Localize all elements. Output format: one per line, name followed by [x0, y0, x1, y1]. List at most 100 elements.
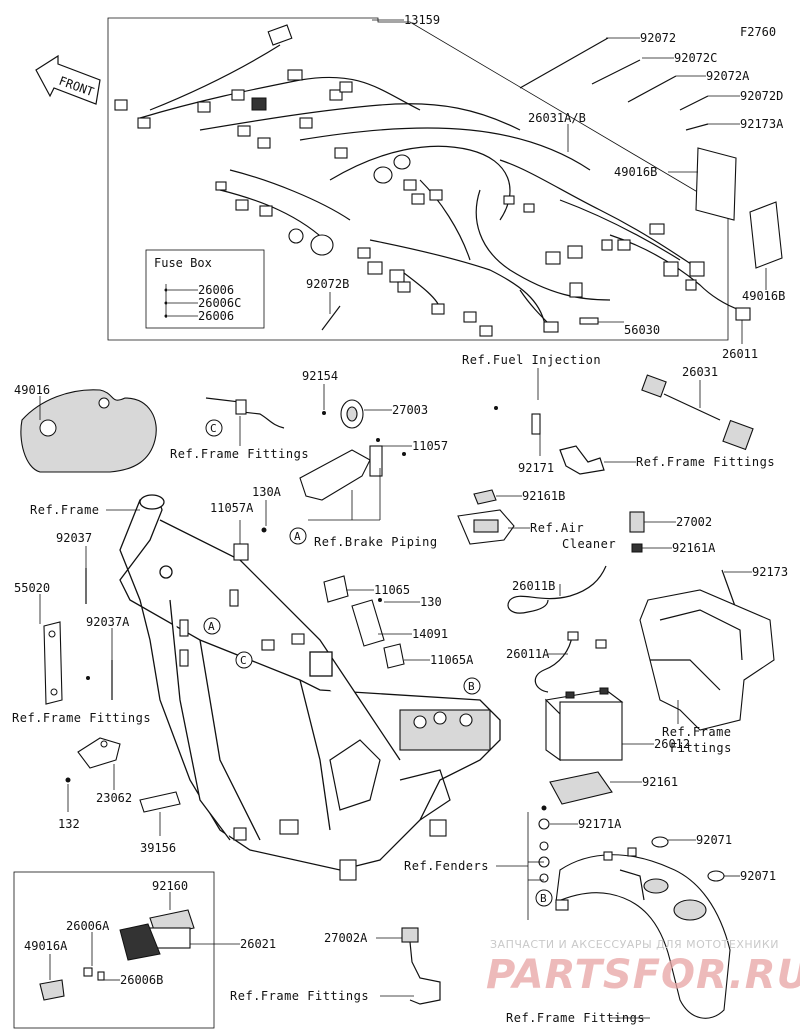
part-92154: 92154 [302, 369, 338, 383]
circle-ref-a-frame [203, 617, 221, 635]
watermark-logo: PARTSFOR.RU [486, 952, 800, 998]
fender-hardware [527, 805, 550, 920]
part-92161: 92161 [642, 775, 678, 789]
part-23062: 23062 [96, 791, 132, 805]
bracket-92171 [494, 406, 605, 475]
protective-sheets-49016b [695, 147, 783, 269]
ref-fuel-injection: Ref.Fuel Injection [462, 353, 601, 367]
fuse-item-3: 26006 [198, 309, 234, 323]
part-130: 130 [420, 595, 442, 609]
pad-92161 [549, 771, 613, 805]
covers-11065 [323, 575, 405, 669]
part-92171: 92171 [518, 461, 554, 475]
part-92161b: 92161B [522, 489, 565, 503]
ecu-92160-26021 [39, 909, 195, 1001]
svg-text:B: B [468, 680, 475, 693]
part-92072: 92072 [640, 31, 676, 45]
svg-text:C: C [210, 422, 217, 435]
bracket-23062 [77, 737, 121, 769]
part-49016: 49016 [14, 383, 50, 397]
ref-brake-piping: Ref.Brake Piping [314, 535, 438, 549]
part-92160: 92160 [152, 879, 188, 893]
part-92171a: 92171A [578, 817, 622, 831]
part-26011a: 26011A [506, 647, 550, 661]
clip-56030 [579, 317, 599, 325]
bracket-c [205, 397, 285, 429]
battery-26012 [544, 687, 624, 762]
part-92037: 92037 [56, 531, 92, 545]
watermark-tagline: ЗАПЧАСТИ И АКСЕССУАРЫ ДЛЯ МОТОТЕХНИКИ [490, 938, 779, 951]
relay-27002 [629, 511, 645, 533]
part-14091: 14091 [412, 627, 448, 641]
circle-ref-b-frame [463, 677, 481, 695]
main-wiring-harness [139, 44, 741, 326]
bracket-11057a [233, 527, 267, 561]
part-27003: 27003 [392, 403, 428, 417]
ref-fenders: Ref.Fenders [404, 859, 489, 873]
ref-frame-fittings-battery-2: Fittings [670, 741, 732, 755]
grommet-92071-a [651, 836, 669, 848]
harness-labels: 13159 92072 92072C 92072A 92072D 92173A … [306, 13, 785, 361]
cable-ties [321, 37, 709, 331]
plate-39156 [139, 791, 181, 813]
part-92173: 92173 [752, 565, 788, 579]
ref-frame-fittings-c: Ref.Frame Fittings [170, 447, 309, 461]
part-56030: 56030 [624, 323, 660, 337]
harness-connectors [114, 24, 751, 337]
pad-92161a [631, 543, 643, 553]
part-92072c: 92072C [674, 51, 717, 65]
relay-27002a [401, 927, 441, 1005]
part-92037a: 92037A [86, 615, 130, 629]
front-arrow-icon: FRONT [35, 54, 101, 105]
part-11065: 11065 [374, 583, 410, 597]
svg-text:C: C [240, 654, 247, 667]
part-49016b-lower: 49016B [742, 289, 785, 303]
fuse-box-title: Fuse Box [154, 256, 212, 270]
part-132: 132 [58, 817, 80, 831]
ref-frame-fittings-fi: Ref.Frame Fittings [636, 455, 775, 469]
part-92072a: 92072A [706, 69, 750, 83]
part-92173a: 92173A [740, 117, 784, 131]
ref-frame-fittings-left: Ref.Frame Fittings [12, 711, 151, 725]
ref-frame-fittings-fender: Ref.Frame Fittings [506, 1011, 645, 1025]
part-26011b: 26011B [512, 579, 555, 593]
part-92072d: 92072D [740, 89, 783, 103]
part-39156: 39156 [140, 841, 176, 855]
kit-box [13, 871, 215, 1029]
motorcycle-frame [119, 494, 501, 881]
part-26012: 26012 [654, 737, 690, 751]
ref-frame-fittings-bottom: Ref.Frame Fittings [230, 989, 369, 1003]
part-13159: 13159 [404, 13, 440, 27]
part-27002: 27002 [676, 515, 712, 529]
harness-panel-outline [107, 17, 729, 341]
air-cleaner-bracket [457, 509, 515, 545]
plate-55020 [43, 621, 63, 705]
part-26031: 26031 [682, 365, 718, 379]
part-26031ab: 26031A/B [528, 111, 586, 125]
part-92161a: 92161A [672, 541, 716, 555]
fuse-box-inset: Fuse Box 26006 26006C 26006 [145, 249, 265, 329]
pad-92161b [473, 489, 497, 505]
part-11057a: 11057A [210, 501, 254, 515]
part-26006a: 26006A [66, 919, 110, 933]
svg-text:A: A [208, 620, 215, 633]
sensor-26031 [641, 374, 754, 451]
part-92071-a: 92071 [696, 833, 732, 847]
part-26021: 26021 [240, 937, 276, 951]
ref-air-cleaner-1: Ref.Air [530, 521, 584, 535]
grommet-92071-b [707, 870, 725, 882]
part-49016b-upper: 49016B [614, 165, 657, 179]
ref-air-cleaner-2: Cleaner [562, 537, 616, 551]
circle-ref-b-fender [535, 889, 553, 907]
part-11057: 11057 [412, 439, 448, 453]
part-26011: 26011 [722, 347, 758, 361]
ref-frame: Ref.Frame [30, 503, 100, 517]
circle-ref-a-top [289, 527, 307, 545]
cover-49016 [20, 389, 157, 473]
fuse-item-2: 26006C [198, 296, 241, 310]
part-11065a: 11065A [430, 653, 474, 667]
bracket-11057 [299, 438, 406, 501]
circle-ref-c-frame [235, 651, 253, 669]
rear-fender [555, 847, 731, 1019]
